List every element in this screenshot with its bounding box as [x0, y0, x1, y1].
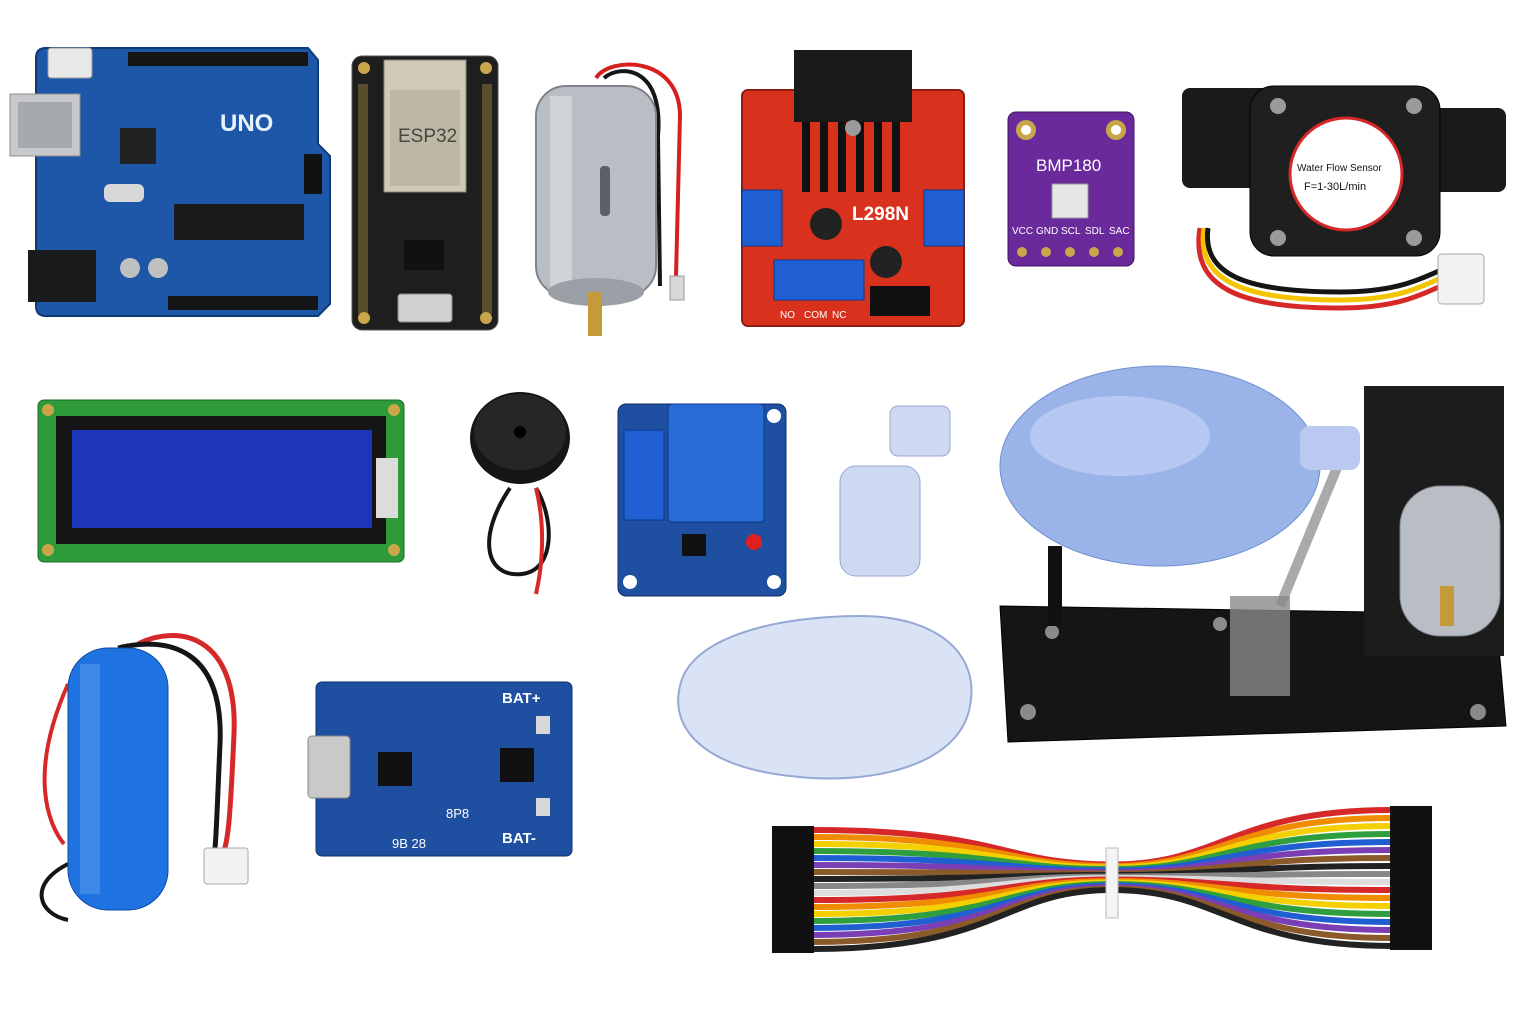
dc-motor — [530, 56, 690, 340]
esp32-board: ESP32 — [350, 54, 500, 334]
jumper-pin-housing — [772, 945, 814, 953]
jumper-pin-housing — [1390, 910, 1432, 918]
uno-label: UNO — [220, 110, 274, 137]
relay-module — [616, 402, 788, 598]
jumper-pin-housing — [1390, 934, 1432, 942]
flow-sensor-title: Water Flow Sensor — [1297, 163, 1382, 174]
bmp180-sensor: BMP180 VCC GND SCL SDL SAC — [1006, 110, 1136, 268]
bmp180-pin-sac: SAC — [1109, 226, 1130, 237]
bmp180-label: BMP180 — [1036, 156, 1102, 175]
jumper-pin-housing — [772, 917, 814, 925]
cable-tie — [1105, 847, 1119, 919]
jumper-pin-housing — [772, 833, 814, 841]
ambu-bag-ventilator — [660, 356, 1510, 792]
jumper-pin-housing — [772, 847, 814, 855]
jumper-pin-housing — [1390, 846, 1432, 854]
jumper-pin-housing — [1390, 926, 1432, 934]
flow-sensor-range: F=1-30L/min — [1304, 181, 1367, 193]
l298n-pin-no: NO — [780, 310, 795, 321]
jumper-pin-housing — [772, 826, 814, 834]
l298n-label: L298N — [852, 204, 910, 225]
jumper-pin-housing — [1390, 886, 1432, 894]
buzzer — [466, 388, 578, 604]
jumper-pin-housing — [772, 861, 814, 869]
jumper-pin-housing — [772, 882, 814, 890]
jumper-pin-housing — [1390, 870, 1432, 878]
charger-bat-plus: BAT+ — [502, 690, 541, 707]
l298n-pin-nc: NC — [832, 310, 847, 321]
jumper-wires — [752, 800, 1452, 970]
jumper-pin-housing — [1390, 838, 1432, 846]
jumper-pin-housing — [772, 875, 814, 883]
jumper-pin-housing — [772, 840, 814, 848]
l298n-pin-com: COM — [804, 310, 828, 321]
jumper-pin-housing — [772, 924, 814, 932]
jumper-pin-housing — [1390, 894, 1432, 902]
li-ion-battery — [28, 624, 258, 924]
arduino-uno-board: UNO — [8, 44, 334, 326]
bmp180-pin-vcc: VCC — [1012, 226, 1034, 237]
jumper-pin-housing — [1390, 878, 1432, 886]
jumper-pin-housing — [772, 896, 814, 904]
jumper-pin-housing — [1390, 902, 1432, 910]
jumper-pin-housing — [1390, 862, 1432, 870]
esp32-label: ESP32 — [398, 126, 458, 147]
water-flow-sensor: Water Flow Sensor F=1-30L/min — [1180, 78, 1510, 340]
charger-module: BAT+ BAT- 8P8 9B 28 — [306, 680, 576, 860]
jumper-pin-housing — [772, 903, 814, 911]
jumper-pin-housing — [1390, 806, 1432, 814]
jumper-pin-housing — [1390, 830, 1432, 838]
l298n-driver: L298N NO COM NC — [740, 48, 966, 330]
bmp180-pin-scl: SCL — [1061, 226, 1081, 237]
jumper-pin-housing — [772, 938, 814, 946]
jumper-pin-housing — [1390, 814, 1432, 822]
lcd-display — [36, 398, 406, 564]
jumper-pin-housing — [772, 931, 814, 939]
jumper-pin-housing — [1390, 942, 1432, 950]
charger-text-8p8: 8P8 — [446, 806, 470, 821]
charger-text-9b28: 9B 28 — [392, 836, 426, 851]
jumper-pin-housing — [1390, 918, 1432, 926]
jumper-pin-housing — [772, 854, 814, 862]
jumper-pin-housing — [772, 889, 814, 897]
jumper-pin-housing — [772, 910, 814, 918]
jumper-pin-housing — [772, 868, 814, 876]
jumper-pin-housing — [1390, 854, 1432, 862]
charger-bat-minus: BAT- — [502, 830, 536, 847]
bmp180-pin-gnd: GND — [1036, 226, 1059, 237]
bmp180-pin-sdl: SDL — [1085, 226, 1105, 237]
jumper-pin-housing — [1390, 822, 1432, 830]
